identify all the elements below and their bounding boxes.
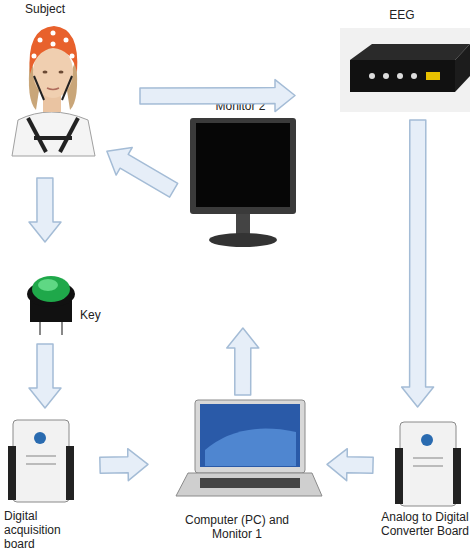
node-label: Computer (PC) and Monitor 1	[182, 513, 292, 541]
node-label: Digital acquisition board	[4, 509, 80, 551]
device-node: Subject	[5, 0, 100, 160]
daq-device-illustration	[8, 420, 74, 502]
device-node: Key	[18, 262, 118, 338]
node-label: EEG	[330, 8, 474, 22]
block-arrow	[29, 178, 61, 242]
device-node: Digital acquisition board	[0, 412, 100, 560]
device-node: Computer (PC) and Monitor 1	[150, 395, 325, 560]
push-button-illustration	[27, 276, 75, 335]
node-label: Subject	[5, 2, 85, 16]
eeg-amplifier-illustration	[340, 28, 470, 112]
block-arrow	[227, 328, 259, 395]
node-label: Key	[80, 308, 116, 322]
block-arrow	[402, 120, 434, 407]
device-node: EEG	[330, 0, 474, 115]
block-arrow	[327, 449, 373, 481]
monitor-illustration	[190, 118, 296, 247]
device-node: Analog to Digital Converter Board	[375, 412, 474, 560]
device-node: Monitor 2	[178, 95, 303, 258]
block-arrow	[107, 148, 178, 198]
block-arrow	[100, 449, 148, 481]
block-arrow	[29, 344, 61, 408]
adc-device-illustration	[395, 422, 461, 506]
node-label: Analog to Digital Converter Board	[379, 510, 471, 538]
subject-illustration	[12, 26, 95, 156]
laptop-illustration	[176, 400, 322, 496]
